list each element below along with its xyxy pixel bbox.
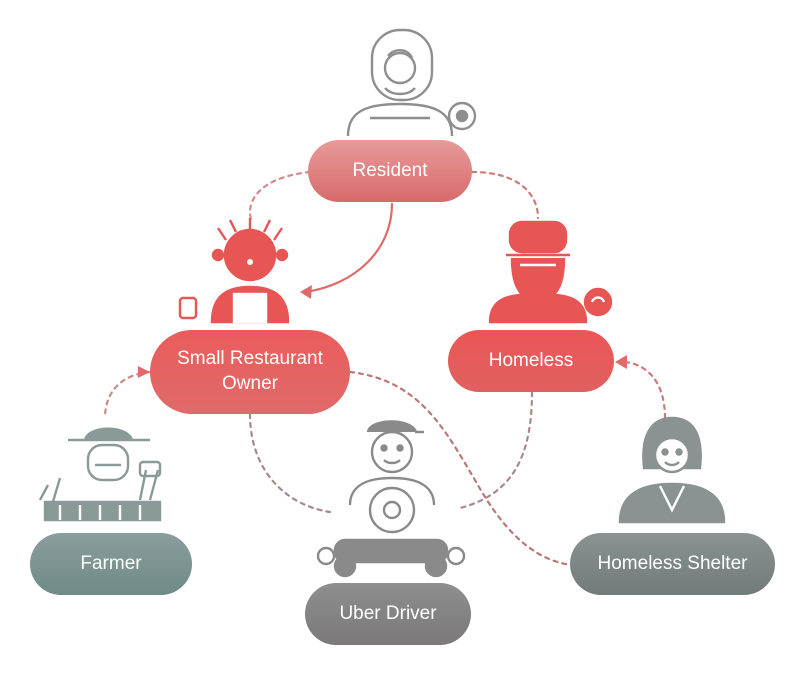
arrowhead-homeless — [615, 355, 627, 369]
node-owner-label-line1: Small Restaurant — [177, 348, 323, 370]
connector-resident-owner-dashed — [248, 170, 312, 224]
node-small-restaurant-owner: Small Restaurant Owner — [150, 330, 350, 414]
node-resident-label: Resident — [352, 159, 428, 181]
restaurant-owner-icon — [178, 218, 290, 324]
connector-owner-farmer — [103, 370, 152, 420]
connector-resident-owner-solid — [303, 202, 394, 294]
node-homeless-label: Homeless — [488, 349, 574, 371]
shelter-worker-icon — [618, 416, 726, 524]
resident-person-icon — [346, 28, 477, 137]
homeless-person-icon — [488, 220, 613, 324]
connector-shelter-homeless — [623, 360, 667, 420]
node-farmer-label: Farmer — [80, 552, 142, 574]
connector-homeless-uber — [458, 390, 534, 510]
connector-owner-shelter — [348, 370, 574, 567]
node-homeless-shelter-label: Homeless Shelter — [597, 552, 748, 574]
connector-owner-uber — [248, 412, 332, 514]
node-homeless: Homeless — [448, 330, 614, 392]
node-uber-driver-label: Uber Driver — [339, 602, 437, 624]
farmer-icon — [38, 427, 162, 522]
arrowhead-owner-left — [138, 366, 150, 378]
node-homeless-shelter: Homeless Shelter — [570, 533, 775, 595]
node-farmer: Farmer — [30, 533, 192, 595]
connector-resident-homeless — [470, 170, 540, 220]
node-resident: Resident — [308, 140, 472, 202]
node-uber-driver: Uber Driver — [305, 583, 471, 645]
node-owner-label-line2: Owner — [222, 373, 278, 394]
uber-driver-icon — [316, 420, 466, 578]
arrowhead-owner — [300, 285, 312, 299]
